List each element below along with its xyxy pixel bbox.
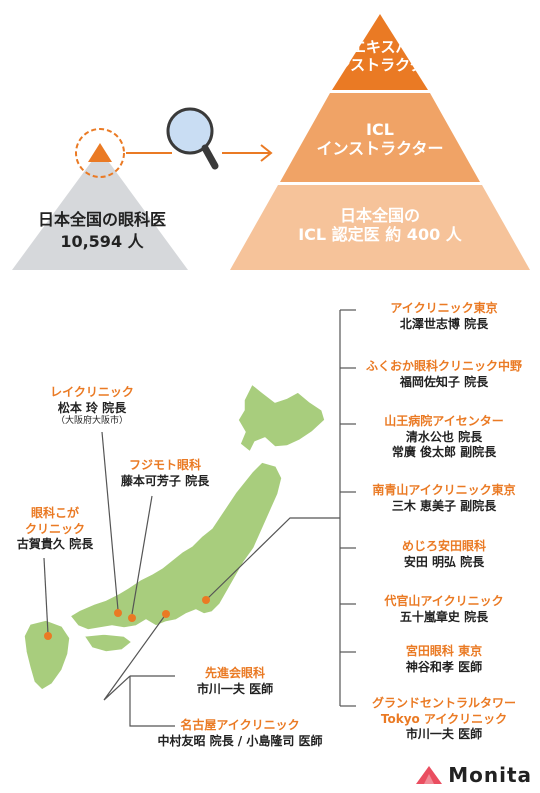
- tier1-line1: ICL エキスパート: [319, 38, 441, 56]
- tier3-line1: 日本全国の: [339, 206, 420, 225]
- clinic-doctor: 藤本可芳子 院長: [120, 473, 210, 488]
- clinic-doctor: 市川一夫 医師: [405, 727, 483, 742]
- clinic-name: めじろ安田眼科: [401, 539, 486, 553]
- clinic-note: （大阪府大阪市）: [55, 416, 128, 427]
- leader-lines: [43, 309, 356, 727]
- pyramid-tier-3: [230, 185, 530, 270]
- clinic-senshinkai: 先進会眼科 市川一夫 医師: [175, 666, 295, 697]
- clinic-doctor: 北澤世志博 院長: [399, 316, 489, 331]
- tier3-label: 日本全国の ICL 認定医 約 400 人: [230, 206, 530, 244]
- clinic-name: 南青山アイクリニック東京: [372, 483, 516, 497]
- clinic-doctor: 神谷和孝 医師: [405, 659, 483, 674]
- clinic-doctor-2: 常廣 俊太郎 副院長: [391, 445, 497, 460]
- clinic-doctor: 中村友昭 院長 / 小島隆司 医師: [157, 733, 323, 748]
- clinic-koga: 眼科こが クリニック 古賀貴久 院長: [0, 506, 110, 553]
- clinic-doctor: 三木 恵美子 副院長: [391, 498, 497, 513]
- clinic-name-line2: Tokyo アイクリニック: [380, 711, 508, 726]
- highlight-dashed-circle: [75, 128, 125, 178]
- clinic-minamiaoyama: 南青山アイクリニック東京 三木 恵美子 副院長: [356, 483, 532, 514]
- clinic-daikanyama: 代官山アイクリニック 五十嵐章史 院長: [356, 594, 532, 625]
- clinic-name: アイクリニック東京: [390, 301, 498, 315]
- clinic-mejiro-yasuda: めじろ安田眼科 安田 明弘 院長: [356, 539, 532, 570]
- japan-landmass: [23, 383, 326, 691]
- clinic-fukuoka-nakano: ふくおか眼科クリニック中野 福岡佐知子 院長: [356, 359, 532, 390]
- tier2-line2: インストラクター: [316, 139, 444, 159]
- japan-map: [23, 309, 356, 727]
- arrow-right-icon: [222, 144, 273, 162]
- clinic-doctor: 福岡佐知子 院長: [399, 374, 489, 389]
- shikoku-shape: [83, 633, 133, 653]
- clinic-name: ふくおか眼科クリニック中野: [365, 359, 522, 373]
- clinic-doctor: 市川一夫 医師: [196, 681, 274, 696]
- clinic-sanno: 山王病院アイセンター 清水公也 院長 常廣 俊太郎 副院長: [356, 414, 532, 461]
- japan-ophthalmologist-triangle: [12, 150, 188, 270]
- monita-logo: Monita: [414, 763, 532, 787]
- magnifier-icon: [166, 107, 219, 170]
- dot-tokyo: [202, 596, 210, 604]
- clinic-name: フジモト眼科: [128, 458, 201, 472]
- clinic-lake: レイクリニック 松本 玲 院長 （大阪府大阪市）: [22, 385, 162, 428]
- clinic-eye-clinic-tokyo: アイクリニック東京 北澤世志博 院長: [356, 301, 532, 332]
- monita-logo-icon: [416, 766, 443, 784]
- tier1-label: ICL エキスパート インストラクター: [230, 38, 530, 74]
- japan-stat-line1: 日本全国の眼科医: [37, 210, 166, 229]
- tier2-line1: ICL: [366, 120, 394, 139]
- clinic-name-line1: 眼科こが: [30, 506, 79, 520]
- japan-stat: 日本全国の眼科医 10,594 人: [12, 209, 192, 252]
- clinic-fujimoto: フジモト眼科 藤本可芳子 院長: [95, 458, 235, 489]
- clinic-doctor: 松本 玲 院長: [57, 400, 127, 415]
- hokkaido-shape: [237, 383, 326, 453]
- clinic-name-line1: グランドセントラルタワー: [371, 696, 516, 710]
- clinic-name: 宮田眼科 東京: [405, 644, 483, 658]
- tier2-label: ICL インストラクター: [230, 120, 530, 158]
- dot-fukuoka: [44, 632, 52, 640]
- clinic-doctor-1: 清水公也 院長: [405, 429, 483, 444]
- clinic-grand-central: グランドセントラルタワー Tokyo アイクリニック 市川一夫 医師: [356, 696, 532, 743]
- clinic-name: 先進会眼科: [204, 666, 265, 680]
- top-graphic: [12, 14, 530, 270]
- clinic-doctor: 古賀貴久 院長: [16, 537, 94, 552]
- kyushu-shape: [23, 619, 71, 691]
- dot-osaka: [114, 609, 122, 617]
- clinic-doctor: 安田 明弘 院長: [403, 554, 485, 569]
- clinic-name: 代官山アイクリニック: [384, 594, 504, 608]
- clinic-name: 名古屋アイクリニック: [180, 718, 300, 732]
- tier1-line2: インストラクター: [320, 56, 440, 74]
- clinic-name: レイクリニック: [50, 385, 134, 399]
- dot-kyoto: [128, 614, 136, 622]
- brand-name: Monita: [448, 763, 532, 787]
- mini-orange-triangle: [88, 143, 112, 162]
- pyramid-tier-2: [280, 93, 480, 182]
- clinic-name: 山王病院アイセンター: [384, 414, 504, 428]
- honshu-shape: [69, 461, 283, 631]
- tier3-line2: ICL 認定医 約 400 人: [298, 225, 462, 245]
- clinic-dots: [44, 596, 210, 640]
- clinic-name-line2: クリニック: [24, 521, 85, 536]
- clinic-nagoya: 名古屋アイクリニック 中村友昭 院長 / 小島隆司 医師: [140, 718, 340, 749]
- japan-stat-line2: 10,594 人: [60, 231, 144, 251]
- clinic-miyata: 宮田眼科 東京 神谷和孝 医師: [356, 644, 532, 675]
- pyramid-tier-1: [332, 14, 428, 90]
- dot-nagoya: [162, 610, 170, 618]
- clinic-doctor: 五十嵐章史 院長: [399, 609, 489, 624]
